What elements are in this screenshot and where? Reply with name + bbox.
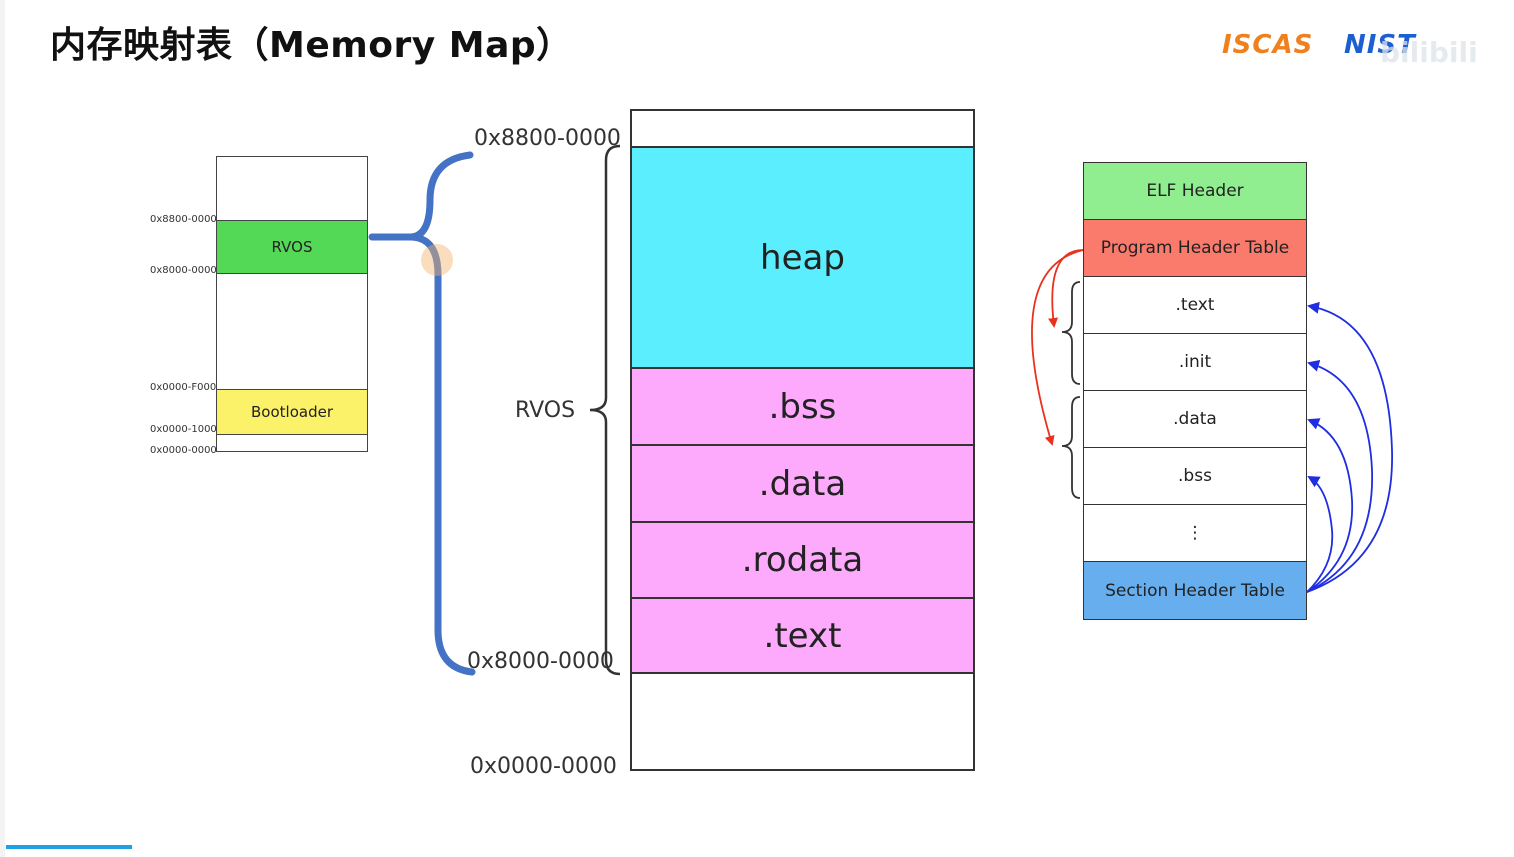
big-region-data: .data (632, 444, 973, 521)
progress-accent-bar (6, 845, 132, 849)
elf-header-row: ELF Header (1084, 163, 1306, 220)
small-memory-diagram: RVOS Bootloader (216, 156, 368, 452)
program-header-table-row: Program Header Table (1084, 220, 1306, 277)
rvos-group-label: RVOS (515, 398, 576, 423)
small-addr-f000: 0x0000-F000 (150, 382, 217, 393)
left-edge-strip (0, 0, 5, 857)
blue-arrow-to-data (1306, 418, 1354, 593)
big-region-bss-label: .bss (768, 386, 837, 427)
blue-zoom-brace (368, 233, 476, 676)
blue-arrow-to-text (1306, 301, 1393, 593)
big-addr-top: 0x8800-0000 (474, 126, 621, 151)
red-arrow-to-text-init (1048, 249, 1084, 328)
cursor-highlight (421, 244, 453, 276)
section-header-table-row: Section Header Table (1084, 562, 1306, 619)
small-addr-8800: 0x8800-0000 (150, 214, 217, 225)
red-arrow-to-data-bss (1031, 249, 1084, 446)
big-region-text-label: .text (763, 615, 842, 656)
blue-arrow-to-init (1306, 360, 1373, 593)
small-region-bootloader-label: Bootloader (251, 403, 333, 421)
elf-section-text-row: .text (1084, 277, 1306, 334)
big-memory-diagram: heap .bss .data .rodata .text (630, 109, 975, 771)
small-addr-0000: 0x0000-0000 (150, 445, 217, 456)
blue-arrow-to-bss (1306, 475, 1334, 593)
big-region-bss: .bss (632, 367, 973, 444)
big-region-heap: heap (632, 146, 973, 367)
elf-section-data-row: .data (1084, 391, 1306, 448)
big-region-rodata: .rodata (632, 521, 973, 597)
elf-data-bss-brace (1061, 396, 1081, 499)
small-addr-8000: 0x8000-0000 (150, 265, 217, 276)
bilibili-watermark: bilibili (1380, 36, 1478, 69)
elf-section-bss-row: .bss (1084, 448, 1306, 505)
small-region-rvos: RVOS (217, 220, 367, 274)
big-region-data-label: .data (758, 463, 847, 504)
small-region-rvos-label: RVOS (271, 238, 313, 256)
elf-text-init-brace (1061, 281, 1081, 385)
small-addr-1000: 0x0000-1000 (150, 424, 217, 435)
elf-section-init-row: .init (1084, 334, 1306, 391)
big-addr-rvos-bottom: 0x8000-0000 (467, 649, 614, 674)
elf-ellipsis-row: ⋮ (1084, 505, 1306, 562)
iscas-logo: ISCAS (1222, 30, 1314, 60)
big-addr-bottom: 0x0000-0000 (470, 754, 617, 779)
big-region-rodata-label: .rodata (741, 540, 864, 580)
rvos-range-brace (589, 144, 621, 676)
blue-zoom-brace-top (406, 151, 474, 241)
slide-title: 内存映射表（Memory Map） (50, 25, 573, 66)
big-region-heap-label: heap (760, 237, 845, 278)
big-region-text: .text (632, 597, 973, 674)
elf-layout-table: ELF Header Program Header Table .text .i… (1083, 162, 1307, 620)
nist-logo: NIST (1344, 30, 1416, 60)
small-region-bootloader: Bootloader (217, 389, 367, 435)
